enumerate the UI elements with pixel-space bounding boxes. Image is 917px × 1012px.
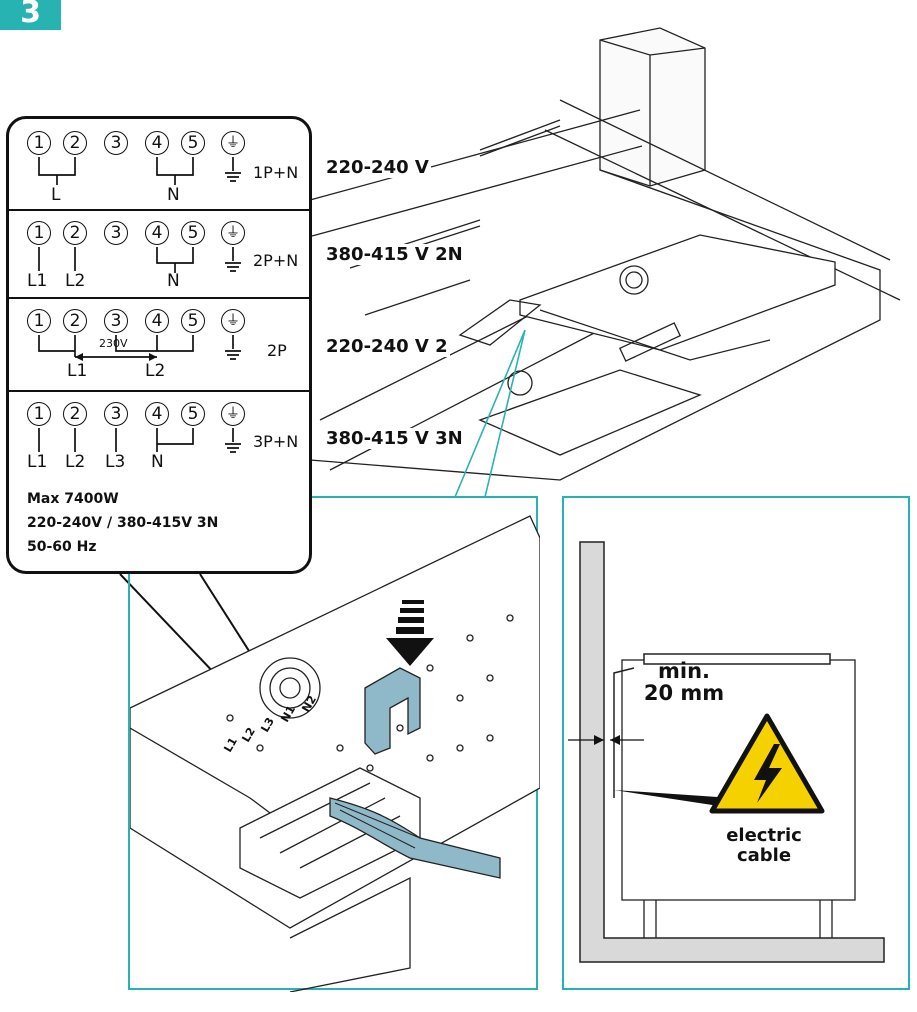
terminal-5: 5 (181, 221, 205, 245)
phase-label-l: L (51, 185, 61, 205)
terminal-5: 5 (181, 309, 205, 333)
terminal-block-drawing: L1 L2 L3 N1 N2 (130, 515, 540, 992)
wiring-row-4-diagram (38, 428, 241, 453)
spec-frequency: 50-60 Hz (27, 539, 97, 555)
earth-terminal-icon: ⏚ (221, 131, 245, 155)
high-voltage-warning-icon (709, 713, 825, 814)
voltage-label-row-3: 220-240 V 2 (324, 336, 450, 357)
terminal-mark-l3: L3 (258, 715, 277, 734)
wiring-row-1-diagram (38, 157, 241, 185)
warning-label: electric cable (704, 826, 824, 866)
wiring-callout: 1 2 3 4 5 ⏚ L N 1P+N 1 2 3 4 5 ⏚ L1 L2 N… (6, 116, 312, 574)
terminal-4: 4 (145, 309, 169, 333)
terminal-5: 5 (181, 402, 205, 426)
wiring-row-1p-n: 1 2 3 4 5 ⏚ L N 1P+N (9, 119, 309, 211)
phase-label-l1: L1 (67, 361, 88, 381)
terminal-1: 1 (27, 402, 51, 426)
config-label: 2P (267, 341, 287, 360)
installation-detail-box: L1 L2 L3 N1 N2 (128, 496, 540, 992)
warning-label-line2: cable (736, 845, 792, 866)
clearance-label-line2: 20 mm (643, 681, 725, 705)
terminal-1: 1 (27, 131, 51, 155)
phase-label-l3: L3 (105, 452, 126, 472)
insert-direction-arrow (386, 600, 434, 666)
terminal-2: 2 (63, 309, 87, 333)
terminal-mark-l1: L1 (221, 735, 240, 754)
terminal-3: 3 (104, 309, 128, 333)
terminal-mark-l2: L2 (239, 725, 258, 744)
cabinet-section-drawing (568, 541, 885, 963)
cable-clamp (364, 667, 421, 755)
warning-label-line1: electric (726, 825, 802, 846)
clearance-label-line1: min. (657, 659, 710, 683)
wiring-row-2-diagram (38, 247, 241, 273)
terminal-4: 4 (145, 402, 169, 426)
terminal-4: 4 (145, 131, 169, 155)
phase-label-n: N (167, 271, 180, 291)
wiring-row-2p-n: 1 2 3 4 5 ⏚ L1 L2 N 2P+N (9, 209, 309, 299)
earth-terminal-icon: ⏚ (221, 221, 245, 245)
phase-label-n: N (151, 452, 164, 472)
step-number-badge: 3 (0, 0, 61, 30)
phase-label-l1: L1 (27, 271, 48, 291)
terminal-2: 2 (63, 402, 87, 426)
voltage-label-row-2: 380-415 V 2N (324, 244, 465, 265)
terminal-1: 1 (27, 221, 51, 245)
earth-terminal-icon: ⏚ (221, 309, 245, 333)
phase-label-l1: L1 (27, 452, 48, 472)
between-voltage-label: 230V (99, 337, 128, 350)
voltage-label-row-1: 220-240 V (324, 157, 431, 178)
terminal-3: 3 (104, 221, 128, 245)
phase-label-l2: L2 (65, 452, 86, 472)
phase-label-l2: L2 (65, 271, 86, 291)
terminal-3: 3 (104, 402, 128, 426)
wiring-row-2p: 1 2 3 4 5 ⏚ 230V L1 L2 2P (9, 297, 309, 392)
config-label: 2P+N (253, 251, 299, 270)
clearance-detail-box: min. 20 mm electric cable (562, 496, 910, 990)
phase-label-n: N (167, 185, 180, 205)
terminal-5: 5 (181, 131, 205, 155)
cabinet-wall (579, 541, 885, 963)
wiring-row-3-diagram (38, 335, 241, 361)
config-label: 1P+N (253, 163, 299, 182)
terminal-1: 1 (27, 309, 51, 333)
phase-label-l2: L2 (145, 361, 166, 381)
spec-voltage-range: 220-240V / 380-415V 3N (27, 515, 219, 531)
terminal-2: 2 (63, 131, 87, 155)
spec-max-power: Max 7400W (27, 491, 119, 507)
voltage-label-row-4: 380-415 V 3N (324, 428, 465, 449)
earth-terminal-icon: ⏚ (221, 402, 245, 426)
terminal-2: 2 (63, 221, 87, 245)
wiring-row-3p-n: 1 2 3 4 5 ⏚ L1 L2 L3 N 3P+N (9, 390, 309, 478)
config-label: 3P+N (253, 432, 299, 451)
terminal-4: 4 (145, 221, 169, 245)
clearance-label: min. 20 mm (614, 660, 754, 704)
terminal-3: 3 (104, 131, 128, 155)
